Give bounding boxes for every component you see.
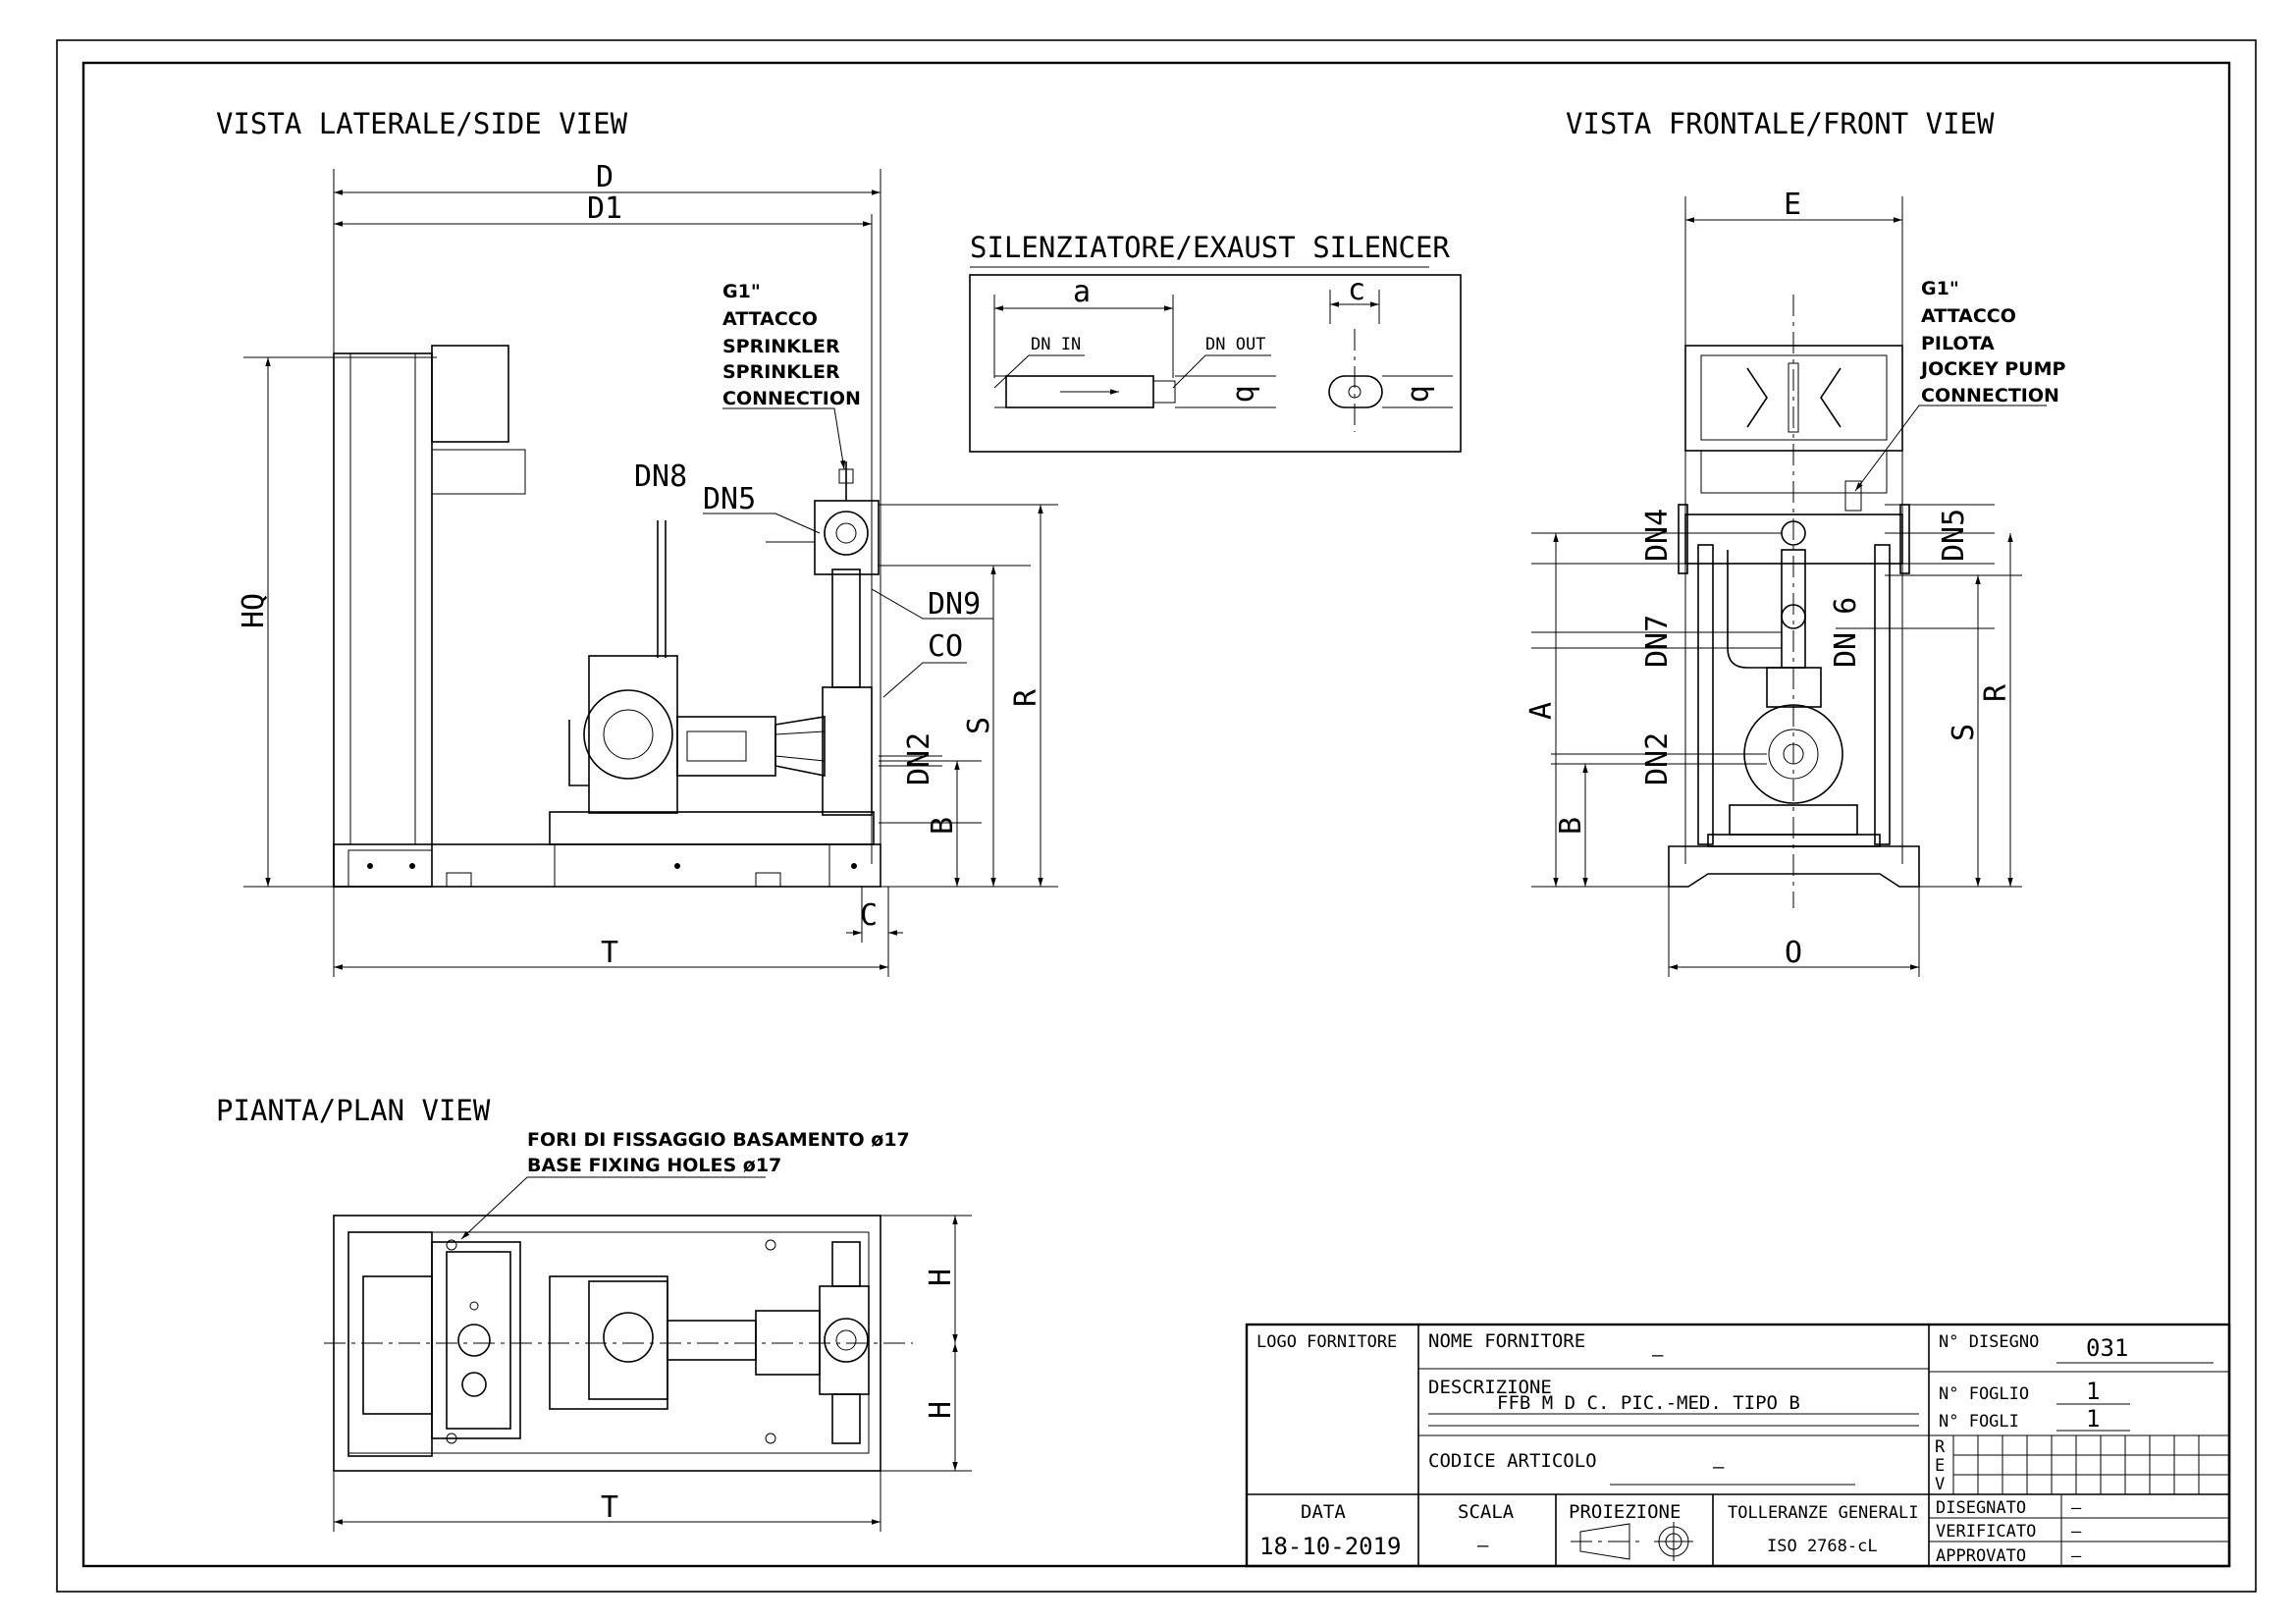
logo-fornitore-label: LOGO FORNITORE — [1256, 1332, 1397, 1352]
label-CO: CO — [928, 629, 963, 664]
dim-label-b1: b — [1229, 385, 1263, 403]
title-block: LOGO FORNITORE NOME FORNITORE – DESCRIZI… — [1245, 1323, 2231, 1568]
dim-label-O: O — [1785, 936, 1802, 970]
dim-label-HQ: HQ — [237, 593, 271, 628]
label-DN5-front: DN5 — [1937, 509, 1971, 562]
front-view: E — [1524, 188, 2072, 977]
dim-label-C-side: C — [860, 898, 878, 933]
disegnato-value: – — [2071, 1498, 2082, 1518]
label-DN2-front: DN2 — [1640, 732, 1675, 785]
plan-note: FORI DI FISSAGGIO BASAMENTO ø17 BASE FIX… — [527, 1129, 916, 1176]
nome-fornitore-label: NOME FORNITORE — [1428, 1330, 1585, 1352]
disegnato-label: DISEGNATO — [1936, 1498, 2026, 1518]
rev-label: R E V — [1935, 1437, 1955, 1494]
proiezione-label: PROIEZIONE — [1569, 1501, 1681, 1523]
dim-label-S-side: S — [962, 717, 996, 734]
dim-label-S-front: S — [1947, 724, 1981, 741]
label-DN5: DN5 — [703, 482, 756, 516]
dim-label-a: a — [1073, 275, 1091, 309]
projection-symbol-icon — [1571, 1522, 1693, 1561]
inner-frame — [81, 61, 2231, 1568]
outer-frame — [56, 39, 2257, 1593]
dim-label-H2: H — [924, 1401, 958, 1419]
codice-label: CODICE ARTICOLO — [1428, 1450, 1597, 1472]
dim-label-b2: b — [1404, 385, 1438, 403]
n-fogli-label: N° FOGLI — [1939, 1412, 2019, 1432]
n-foglio-label: N° FOGLIO — [1939, 1384, 2029, 1404]
tolleranze-value: ISO 2768-cL — [1767, 1537, 1878, 1556]
verificato-value: – — [2071, 1522, 2082, 1542]
dim-label-E: E — [1784, 188, 1801, 222]
n-disegno-value: 031 — [2086, 1334, 2128, 1362]
label-dn-out: DN OUT — [1205, 335, 1265, 354]
dim-label-T-side: T — [601, 936, 618, 970]
n-fogli-value: 1 — [2086, 1405, 2100, 1433]
dim-label-c: c — [1348, 273, 1365, 307]
jockey-note: G1" ATTACCO PILOTA JOCKEY PUMP CONNECTIO… — [1919, 278, 2072, 406]
silencer-view: SILENZIATORE/EXAUST SILENCER a DN IN DN … — [969, 231, 1462, 453]
label-DN9: DN9 — [928, 587, 981, 622]
side-view-title: VISTA LATERALE/SIDE VIEW — [216, 107, 628, 140]
nome-fornitore-value: – — [1652, 1344, 1664, 1366]
dim-label-B-side: B — [926, 817, 960, 835]
leader-jockey — [1854, 405, 2047, 492]
label-DN7: DN7 — [1640, 615, 1675, 668]
label-DN4: DN4 — [1640, 509, 1675, 562]
dim-label-T-plan: T — [601, 1490, 618, 1525]
label-dn-in: DN IN — [1031, 335, 1081, 354]
n-disegno-label: N° DISEGNO — [1939, 1332, 2039, 1352]
dim-label-B-front: B — [1554, 817, 1588, 835]
data-label: DATA — [1301, 1501, 1346, 1523]
approvato-label: APPROVATO — [1936, 1546, 2026, 1566]
silencer-title: SILENZIATORE/EXAUST SILENCER — [970, 231, 1450, 264]
plan-view-title: PIANTA/PLAN VIEW — [216, 1094, 491, 1127]
tolleranze-label: TOLLERANZE GENERALI — [1728, 1503, 1918, 1523]
leader-sprinkler — [722, 407, 846, 470]
dim-label-D: D — [596, 160, 614, 194]
label-DN2-side: DN2 — [902, 732, 936, 785]
codice-value: — — [1713, 1456, 1725, 1478]
dim-label-R-front: R — [1979, 683, 2013, 702]
scala-label: SCALA — [1458, 1501, 1515, 1523]
sprinkler-note: G1" ATTACCO SPRINKLER SPRINKLER CONNECTI… — [722, 281, 861, 409]
approvato-value: – — [2071, 1546, 2082, 1566]
verificato-label: VERIFICATO — [1936, 1522, 2036, 1542]
data-value: 18-10-2019 — [1259, 1533, 1402, 1560]
dim-label-R-side: R — [1009, 688, 1043, 707]
descrizione-value: FFB M D C. PIC.-MED. TIPO B — [1497, 1392, 1800, 1414]
dim-label-D1: D1 — [587, 191, 622, 226]
dim-label-A: A — [1524, 702, 1559, 720]
descrizione-label: DESCRIZIONE — [1428, 1377, 1552, 1398]
side-view: D D1 HQ — [237, 160, 1058, 977]
scala-value: — — [1477, 1535, 1489, 1556]
label-DN8: DN8 — [634, 460, 687, 494]
dim-label-H1: H — [924, 1269, 958, 1286]
label-DN6: DN 6 — [1829, 597, 1863, 668]
n-foglio-value: 1 — [2086, 1378, 2100, 1405]
plan-view: FORI DI FISSAGGIO BASAMENTO ø17 BASE FIX… — [324, 1129, 972, 1532]
front-view-title: VISTA FRONTALE/FRONT VIEW — [1566, 107, 1995, 140]
leader-fixing-holes — [460, 1176, 766, 1240]
